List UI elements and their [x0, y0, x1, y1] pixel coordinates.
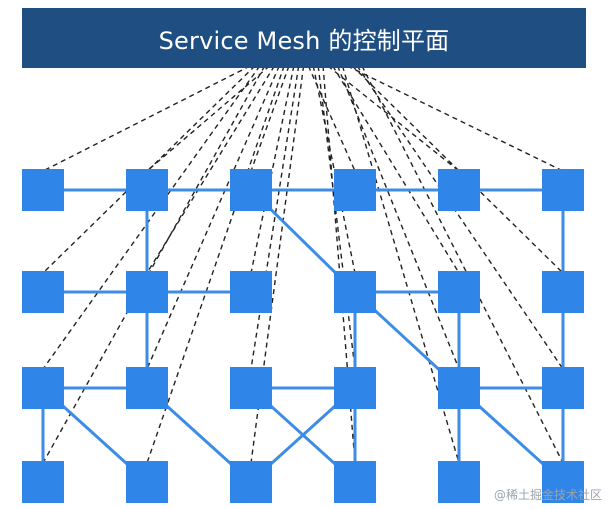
service-node-n13 — [22, 367, 64, 409]
control-line-n16 — [317, 65, 356, 370]
service-node-n6 — [542, 169, 584, 211]
service-node-n10 — [334, 271, 376, 313]
control-line-n22 — [322, 65, 356, 464]
service-node-n2 — [126, 169, 168, 211]
control-plane-connections — [42, 65, 564, 464]
control-line-n20 — [146, 65, 285, 464]
control-line-n18 — [356, 65, 564, 370]
mesh-edges — [41, 188, 565, 484]
service-node-n8 — [126, 271, 168, 313]
service-node-n17 — [438, 367, 480, 409]
control-line-n8 — [146, 65, 275, 274]
service-node-n14 — [126, 367, 168, 409]
service-node-n5 — [438, 169, 480, 211]
service-node-n18 — [542, 367, 584, 409]
control-line-n17 — [337, 65, 460, 370]
control-line-n10 — [312, 65, 356, 274]
service-node-n24 — [542, 461, 584, 503]
control-line-n2 — [146, 65, 270, 172]
service-node-n11 — [438, 271, 480, 313]
header-title: Service Mesh 的控制平面 — [158, 26, 450, 55]
service-node-n16 — [334, 367, 376, 409]
service-node-n21 — [230, 461, 272, 503]
control-line-n19 — [42, 65, 266, 464]
service-node-n3 — [230, 169, 272, 211]
control-line-n15 — [250, 65, 300, 370]
service-node-n22 — [334, 461, 376, 503]
control-line-n6 — [347, 65, 564, 172]
control-line-n13 — [42, 65, 261, 370]
service-node-n19 — [22, 461, 64, 503]
service-node-n4 — [334, 169, 376, 211]
control-plane-header: Service Mesh 的控制平面 — [22, 8, 586, 68]
mesh-nodes — [22, 169, 584, 503]
control-line-n14 — [146, 65, 280, 370]
watermark: @稀土掘金技术社区 — [493, 488, 602, 502]
service-node-n1 — [22, 169, 64, 211]
service-node-n9 — [230, 271, 272, 313]
service-node-n15 — [230, 367, 272, 409]
control-line-n24 — [361, 65, 564, 464]
control-line-n3 — [250, 65, 290, 172]
service-node-n23 — [438, 461, 480, 503]
control-line-n1 — [42, 65, 251, 172]
service-node-n20 — [126, 461, 168, 503]
service-node-n7 — [22, 271, 64, 313]
service-node-n12 — [542, 271, 584, 313]
control-line-n11 — [332, 65, 460, 274]
control-line-n4 — [307, 65, 356, 172]
